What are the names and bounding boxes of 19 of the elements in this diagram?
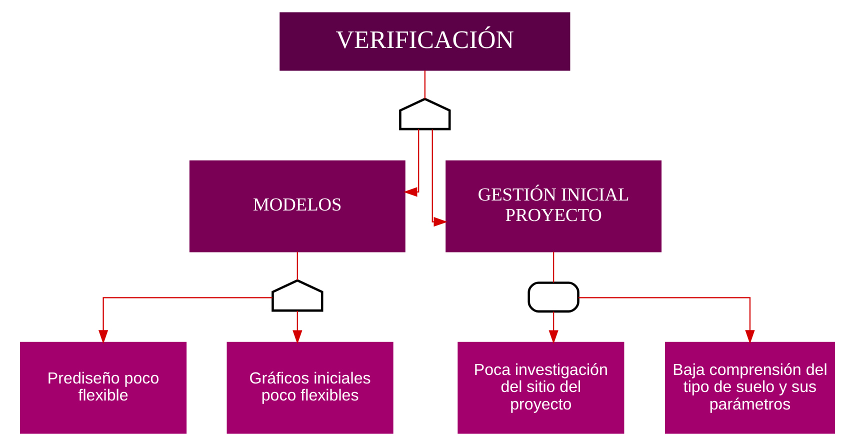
node-box: VERIFICACIÓN: [280, 12, 570, 71]
node-orgate: [272, 279, 324, 312]
node-box: Baja comprensión del tipo de suelo y sus parámetros: [664, 342, 835, 434]
node-orgate: [399, 98, 451, 130]
arrow: [403, 129, 420, 197]
node-box: Poca investigación del sitio del proyecto: [458, 342, 624, 434]
node-box: MODELOS: [189, 160, 406, 252]
node-box: GESTIÓN INICIAL PROYECTO: [446, 160, 662, 252]
node-box: Prediseño poco flexible: [20, 342, 187, 434]
node-box: Gráficos iniciales poco flexibles: [226, 342, 394, 434]
arrow: [292, 310, 302, 344]
arrow: [578, 297, 755, 344]
connector: [424, 70, 426, 99]
node-andgate: [528, 282, 580, 313]
arrow: [432, 130, 448, 227]
connector: [553, 252, 554, 282]
arrow: [548, 312, 558, 344]
arrow: [98, 297, 272, 344]
connector: [296, 252, 298, 280]
